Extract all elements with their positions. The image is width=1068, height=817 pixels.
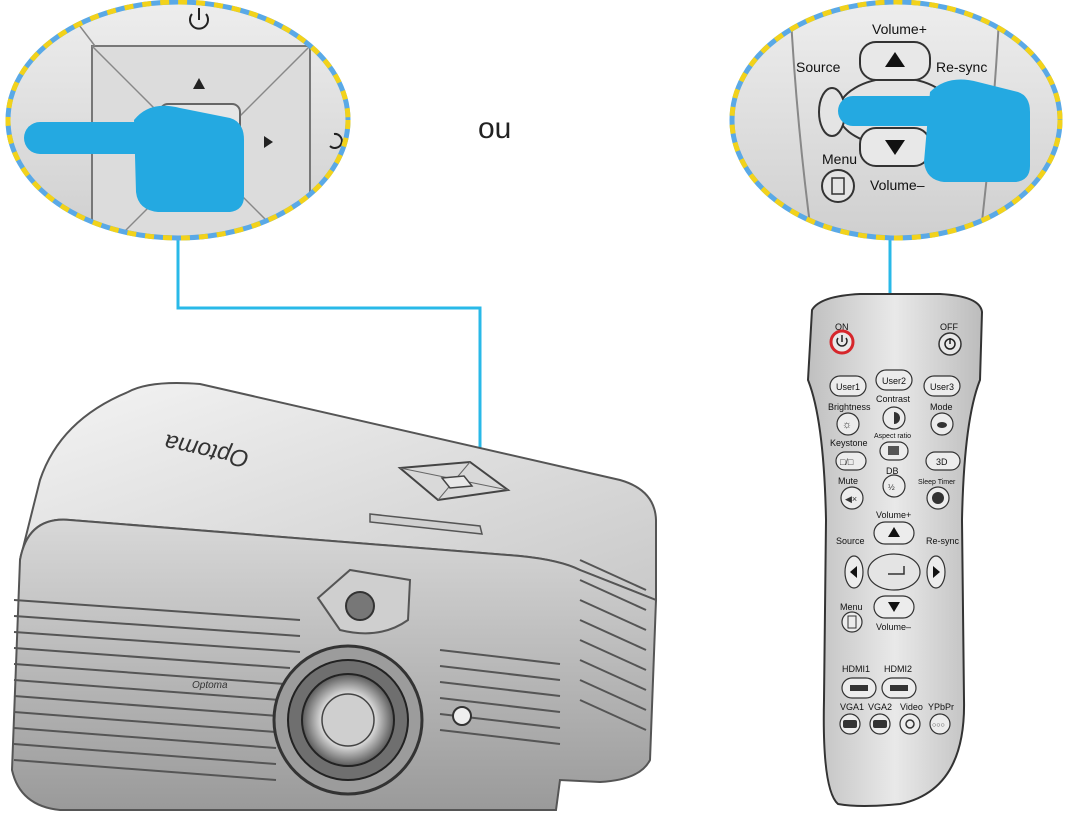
projector-lens xyxy=(274,646,422,794)
user1-label: User1 xyxy=(836,382,860,392)
projector-keypad-magnifier xyxy=(0,0,360,266)
or-separator-text: ou xyxy=(478,112,511,146)
three-d-label: 3D xyxy=(936,457,948,467)
source-label: Source xyxy=(836,536,865,546)
menu-button[interactable] xyxy=(842,612,862,632)
resync-label: Re-sync xyxy=(926,536,960,546)
mute-icon: ◀× xyxy=(845,494,857,504)
zoom-volume-up-label: Volume+ xyxy=(872,21,927,37)
off-label: OFF xyxy=(940,322,958,332)
keystone-icon: □/□ xyxy=(840,457,854,467)
hdmi1-label: HDMI1 xyxy=(842,664,870,674)
zoom-resync-label: Re-sync xyxy=(936,59,987,75)
brightness-label: Brightness xyxy=(828,402,871,412)
aspect-ratio-icon xyxy=(888,446,899,455)
video-button[interactable] xyxy=(900,714,920,734)
user2-label: User2 xyxy=(882,376,906,386)
remote-control: ON OFF User1 User2 User3 Brightness Cont… xyxy=(808,294,982,806)
video-label: Video xyxy=(900,702,923,712)
ypbpr-label: YPbPr xyxy=(928,702,954,712)
mode-icon xyxy=(937,422,947,428)
sun-icon: ☼ xyxy=(842,419,852,431)
mute-label: Mute xyxy=(838,476,858,486)
zoom-menu-label: Menu xyxy=(822,151,857,167)
ypbpr-icon: ○○○ xyxy=(932,722,945,729)
mode-label: Mode xyxy=(930,402,953,412)
user3-label: User3 xyxy=(930,382,954,392)
menu-icon xyxy=(822,170,854,202)
menu-label: Menu xyxy=(840,602,863,612)
keystone-label: Keystone xyxy=(830,438,868,448)
enter-button[interactable] xyxy=(868,554,920,590)
projector: Optoma Optoma xyxy=(12,383,656,810)
vga-icon xyxy=(843,720,857,728)
sleep-timer-icon xyxy=(932,492,944,504)
db-label: DB xyxy=(886,466,899,476)
volume-down-label: Volume– xyxy=(876,622,911,632)
vga-icon xyxy=(873,720,887,728)
hdmi-icon xyxy=(890,685,908,691)
vga2-label: VGA2 xyxy=(868,702,892,712)
zoom-source-label: Source xyxy=(796,59,841,75)
db-icon: ½ xyxy=(888,483,895,492)
zoom-volume-down-label: Volume– xyxy=(870,177,925,193)
contrast-label: Contrast xyxy=(876,394,911,404)
remote-keys-magnifier: Volume+ Source Re-sync Menu Volume– xyxy=(720,0,1068,240)
hdmi2-label: HDMI2 xyxy=(884,664,912,674)
projector-front-brand-logo: Optoma xyxy=(192,680,228,691)
aspect-ratio-label: Aspect ratio xyxy=(874,433,911,440)
vga1-label: VGA1 xyxy=(840,702,864,712)
hdmi-icon xyxy=(850,685,868,691)
volume-up-label: Volume+ xyxy=(876,510,911,520)
sleep-timer-label: Sleep Timer xyxy=(918,479,956,486)
